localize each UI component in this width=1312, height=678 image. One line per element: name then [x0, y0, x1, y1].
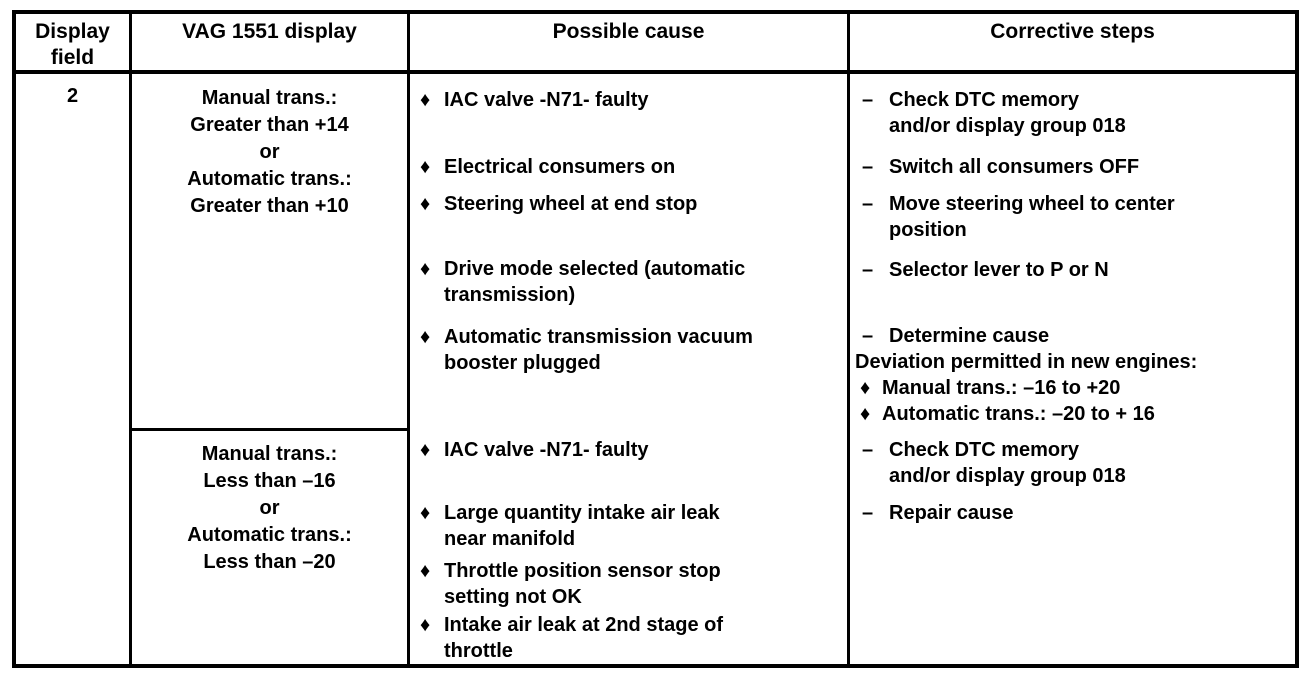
cause-bullet-icon: ♦: [420, 156, 431, 178]
vag-display-cell-upper: Manual trans.: Greater than +14 or Autom…: [129, 74, 407, 431]
step-text: Check DTC memory and/or display group 01…: [889, 89, 1126, 137]
step-item: – Move steering wheel to center position: [850, 191, 1295, 243]
step-item: – Determine cause: [850, 323, 1295, 349]
step-text: Move steering wheel to center position: [889, 193, 1175, 241]
cause-text: Throttle position sensor stop setting no…: [444, 560, 721, 608]
cause-bullet-icon: ♦: [420, 258, 431, 280]
deviation-text: Manual trans.: –16 to +20: [882, 377, 1121, 399]
step-dash-icon: –: [862, 502, 874, 524]
cause-bullet-icon: ♦: [420, 560, 431, 582]
cause-text: Intake air leak at 2nd stage of throttle: [444, 614, 723, 662]
cause-item: ♦ Electrical consumers on: [410, 154, 847, 180]
corrective-steps-cell-lower: – Check DTC memory and/or display group …: [847, 431, 1295, 664]
cause-bullet-icon: ♦: [860, 403, 871, 425]
deviation-note: Deviation permitted in new engines:: [855, 351, 1198, 373]
step-item: – Repair cause: [850, 500, 1295, 526]
header-corrective-steps: Corrective steps: [847, 14, 1295, 74]
cause-item: ♦ Automatic transmission vacuum booster …: [410, 324, 847, 376]
step-text: Selector lever to P or N: [889, 259, 1109, 281]
corrective-steps-cell-upper: – Check DTC memory and/or display group …: [847, 74, 1295, 431]
step-item: – Selector lever to P or N: [850, 257, 1295, 283]
step-dash-icon: –: [862, 156, 874, 178]
cause-item: ♦ IAC valve -N71- faulty: [410, 87, 847, 113]
step-dash-icon: –: [862, 439, 874, 461]
vag-display-cell-lower: Manual trans.: Less than –16 or Automati…: [129, 431, 407, 664]
cause-text: Drive mode selected (automatic transmiss…: [444, 258, 746, 306]
cause-bullet-icon: ♦: [420, 502, 431, 524]
cause-text: Steering wheel at end stop: [444, 193, 698, 215]
cause-bullet-icon: ♦: [420, 614, 431, 636]
header-display-field: Display field: [16, 14, 129, 74]
step-dash-icon: –: [862, 193, 874, 215]
cause-bullet-icon: ♦: [420, 193, 431, 215]
deviation-item: ♦ Automatic trans.: –20 to + 16: [850, 401, 1295, 427]
cause-text: Automatic transmission vacuum booster pl…: [444, 326, 753, 374]
step-item: – Check DTC memory and/or display group …: [850, 87, 1295, 139]
possible-cause-cell-upper: ♦ IAC valve -N71- faulty ♦ Electrical co…: [407, 74, 847, 431]
step-text: Switch all consumers OFF: [889, 156, 1140, 178]
cause-item: ♦ Steering wheel at end stop: [410, 191, 847, 217]
step-text: Repair cause: [889, 502, 1014, 524]
step-item: – Switch all consumers OFF: [850, 154, 1295, 180]
cause-item: ♦ IAC valve -N71- faulty: [410, 437, 847, 463]
possible-cause-cell-lower: ♦ IAC valve -N71- faulty ♦ Large quantit…: [407, 431, 847, 664]
header-vag-1551-display: VAG 1551 display: [129, 14, 407, 74]
step-dash-icon: –: [862, 89, 874, 111]
step-dash-icon: –: [862, 259, 874, 281]
deviation-item: ♦ Manual trans.: –16 to +20: [850, 375, 1295, 401]
cause-text: IAC valve -N71- faulty: [444, 439, 649, 461]
step-text: Determine cause: [889, 325, 1050, 347]
deviation-text: Automatic trans.: –20 to + 16: [882, 403, 1155, 425]
cause-bullet-icon: ♦: [420, 326, 431, 348]
cause-bullet-icon: ♦: [420, 89, 431, 111]
cause-text: Electrical consumers on: [444, 156, 676, 178]
header-possible-cause: Possible cause: [407, 14, 847, 74]
cause-item: ♦ Large quantity intake air leak near ma…: [410, 500, 847, 552]
cause-item: ♦ Drive mode selected (automatic transmi…: [410, 256, 847, 308]
cause-bullet-icon: ♦: [860, 377, 871, 399]
cause-bullet-icon: ♦: [420, 439, 431, 461]
step-text: Check DTC memory and/or display group 01…: [889, 439, 1126, 487]
cause-item: ♦ Throttle position sensor stop setting …: [410, 558, 847, 610]
display-field-value: 2: [66, 85, 79, 107]
step-dash-icon: –: [862, 325, 874, 347]
cause-item: ♦ Intake air leak at 2nd stage of thrott…: [410, 612, 847, 664]
diagnostic-table: Display field VAG 1551 display Possible …: [12, 10, 1299, 668]
cause-text: Large quantity intake air leak near mani…: [444, 502, 720, 550]
cause-text: IAC valve -N71- faulty: [444, 89, 649, 111]
step-item: – Check DTC memory and/or display group …: [850, 437, 1295, 489]
